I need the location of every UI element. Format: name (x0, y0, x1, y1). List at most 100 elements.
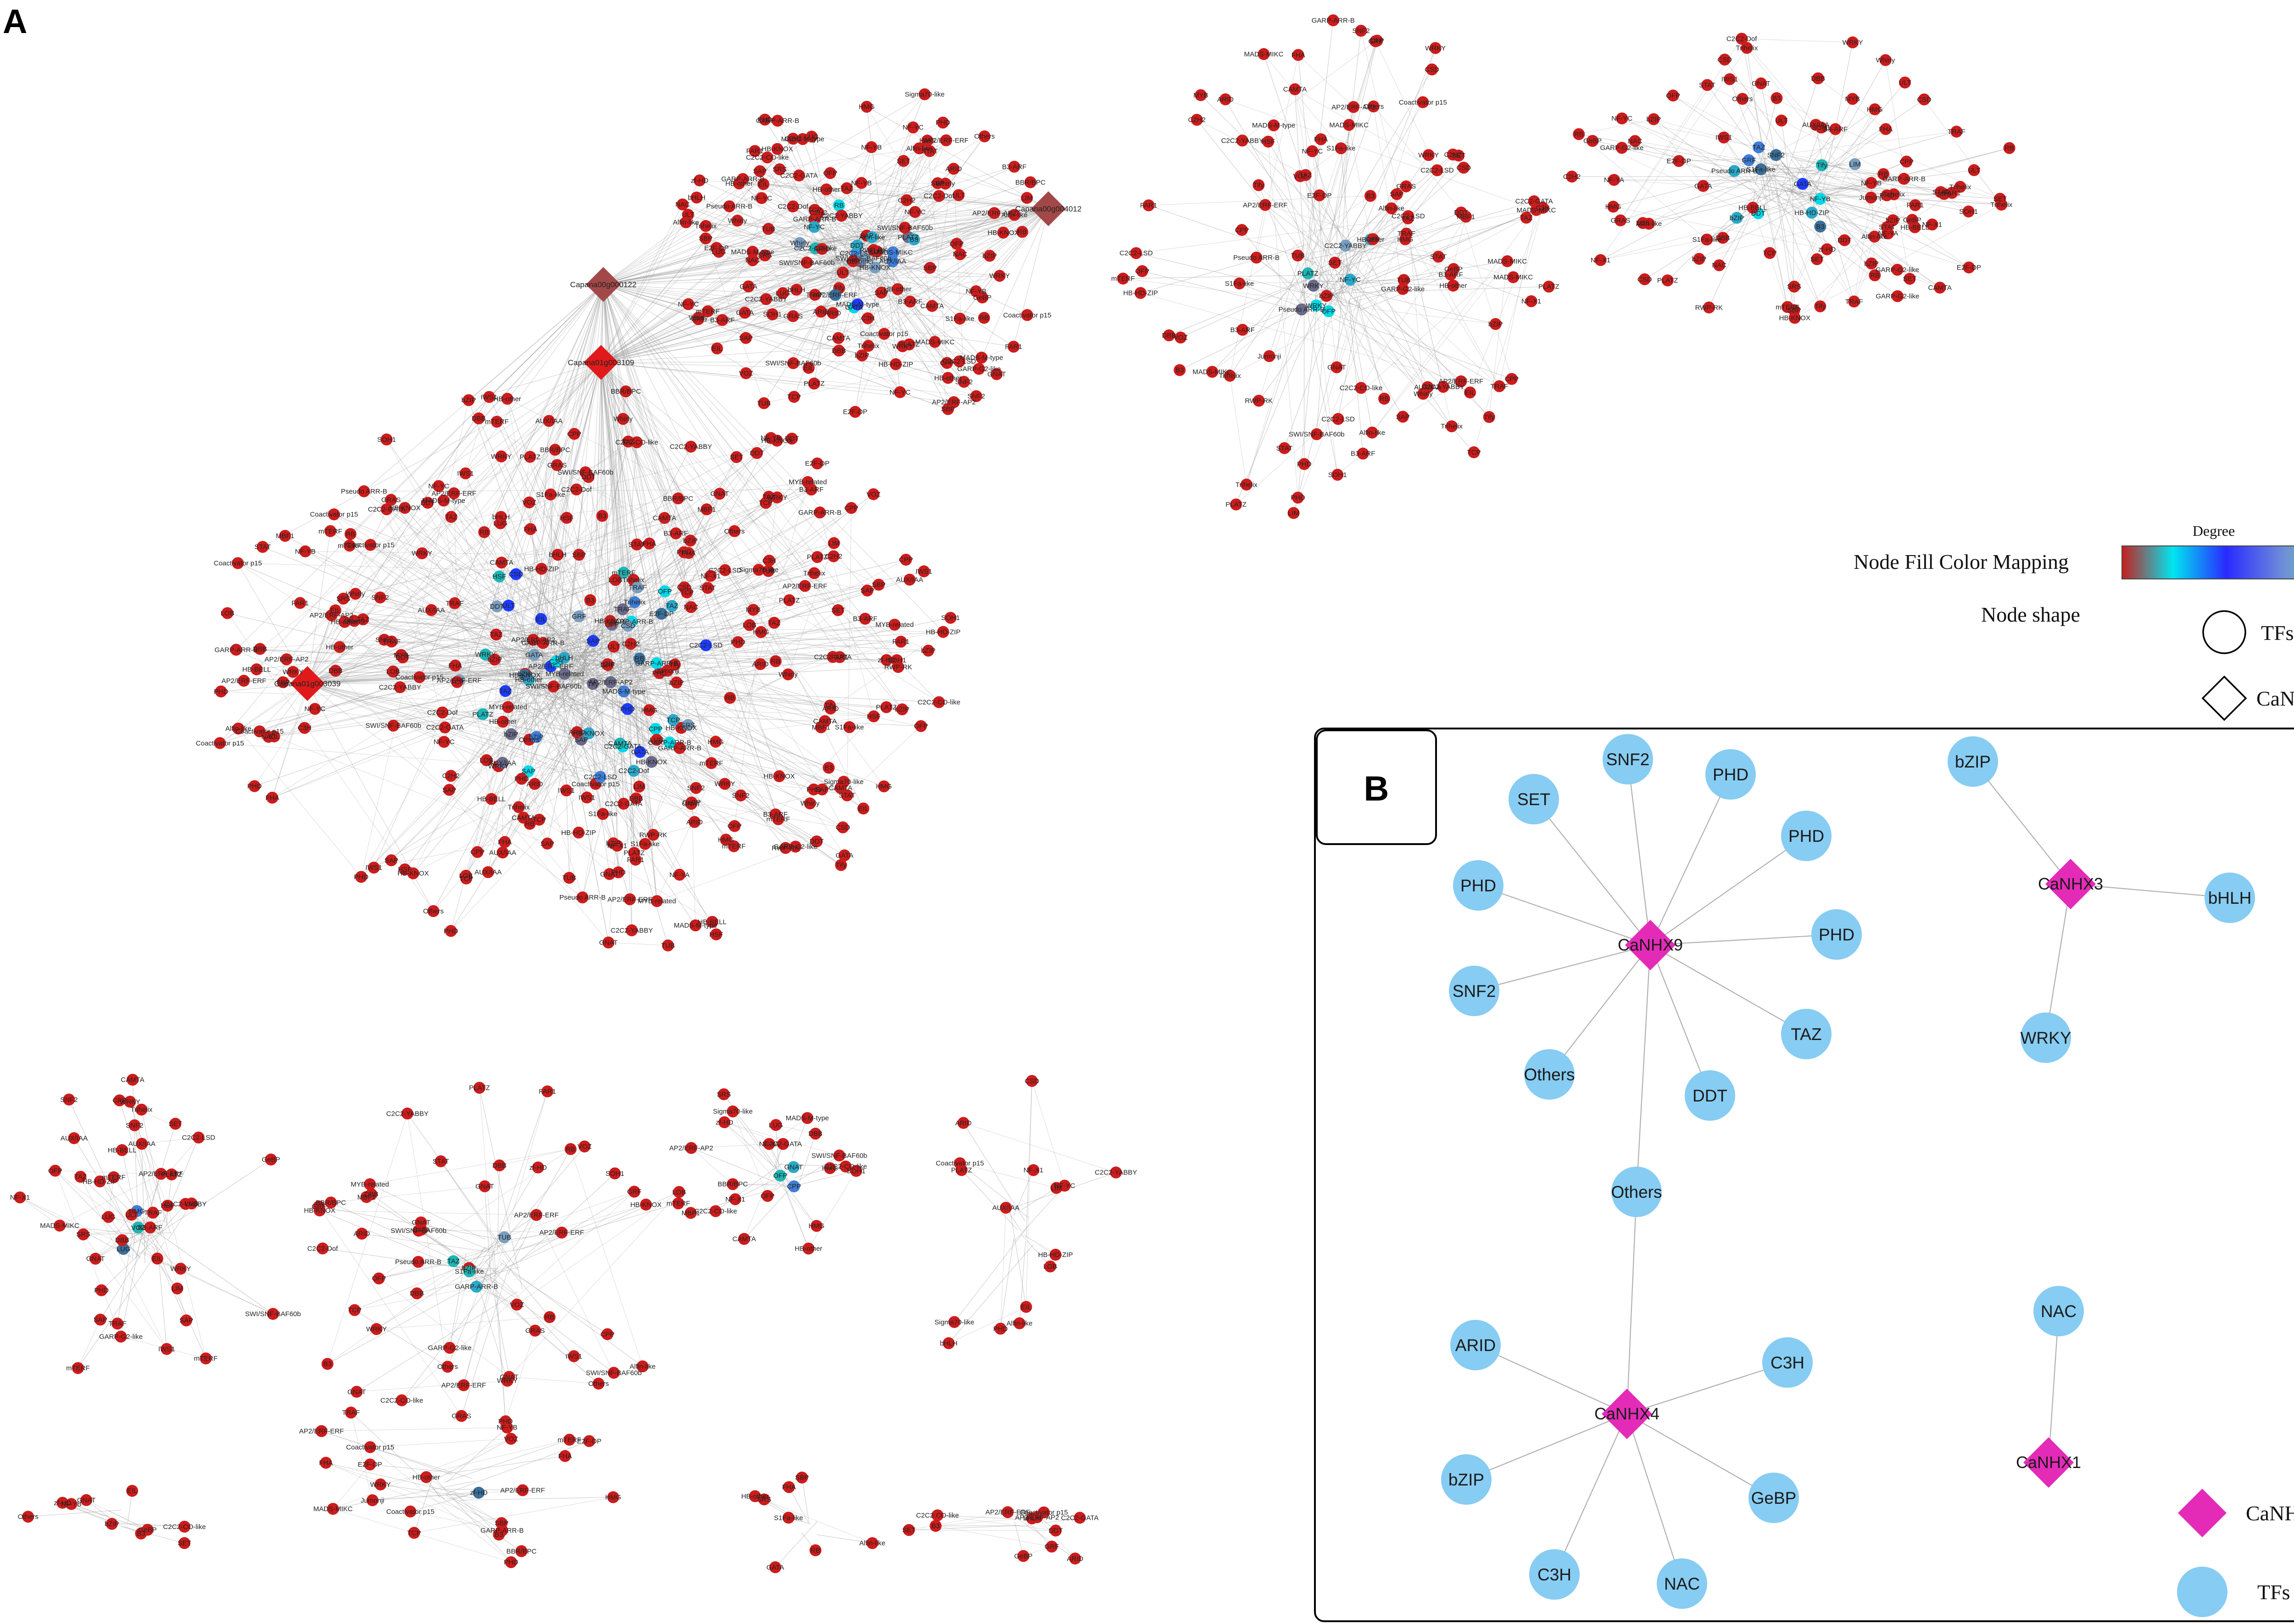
tf-node-label: MADS-MIKC (40, 1222, 79, 1230)
network-edge (370, 284, 604, 545)
network-edge (1326, 239, 1371, 296)
network-edge (227, 613, 434, 912)
network-edge (862, 252, 893, 356)
network-edge (706, 645, 833, 657)
tf-node-label: AUX/IAA (474, 868, 501, 876)
tf-node (771, 143, 784, 155)
tf-node-label: STAT (629, 541, 645, 549)
network-edge (739, 183, 1049, 209)
network-edge (629, 587, 685, 653)
tf-node-label: NF-YC (890, 389, 911, 396)
network-edge (768, 571, 868, 591)
tf-node-label: bHLH (688, 194, 705, 202)
network-edge (859, 183, 938, 237)
network-edge (1724, 59, 1818, 190)
tf-node-label: bHLH (940, 1340, 958, 1347)
tf-node-label: FAR1 (539, 1088, 556, 1096)
panel-b-edges (1466, 759, 2230, 1584)
panel-b-edge (1626, 1191, 1637, 1414)
network-edge (520, 1173, 615, 1261)
network-edge (95, 1214, 132, 1259)
legend-tfs-label: TFs (2261, 621, 2294, 645)
network-edge (1653, 119, 1704, 186)
network-edge (100, 1248, 145, 1320)
network-edge (533, 640, 646, 844)
network-edge (95, 1232, 141, 1259)
tf-node (909, 206, 921, 218)
tf-node-label: HB-HD-ZIP (524, 565, 559, 573)
network-edge (601, 318, 868, 363)
network-edge (1306, 303, 1470, 393)
tf-node-label: C3H (298, 724, 312, 732)
tf-node-label: SNF2 (1352, 27, 1370, 35)
network-edge (610, 630, 786, 848)
network-edge (1230, 240, 1320, 376)
tf-node-label: MYB (1845, 95, 1860, 103)
tf-node-label: PHD (611, 869, 626, 877)
tf-node-label: FHA (782, 1484, 796, 1491)
network-edge (260, 500, 444, 649)
tf-node-label: MADS-M-type (960, 354, 1003, 362)
tf-node-label: NF-YC (1340, 276, 1361, 284)
tf-node-label: GNAT (987, 371, 1006, 378)
network-edge (1703, 169, 1817, 186)
tf-node-label: STAT (433, 1157, 449, 1165)
network-edge (108, 1510, 148, 1530)
tf-node-label: Coactivator p15 (214, 560, 262, 567)
tf-node-label: TRAF (629, 584, 646, 592)
tf-node (787, 200, 799, 212)
tf-node-label: RB (479, 528, 489, 536)
tf-node-label: HSF (1261, 138, 1275, 146)
tf-node-label: TAZ (490, 631, 502, 639)
network-edge (601, 286, 749, 363)
network-edge (1315, 261, 1508, 292)
panel-a-nodes (14, 14, 2016, 1574)
network-edge (529, 683, 615, 824)
tf-node-label: HB-other (494, 395, 521, 403)
network-edge (599, 688, 902, 710)
tf-node-label: TCP (1467, 449, 1481, 456)
legend-tf-circle-icon (2202, 610, 2246, 654)
network-edge (783, 208, 1049, 294)
panel-b-edge (1626, 1413, 1774, 1498)
network-edge (272, 683, 308, 798)
tf-node-label: HB-other (795, 1245, 822, 1253)
tf-node-label: RB (1879, 171, 1888, 178)
network-edge (414, 1497, 613, 1533)
tf-node-label: CPP (1235, 226, 1249, 234)
network-edge (629, 438, 771, 694)
tf-node-label: Others (18, 1513, 39, 1521)
tf-node-label: GARP-ARR-B (455, 1283, 498, 1291)
network-edge (500, 523, 613, 708)
tf-node (793, 169, 805, 182)
network-edge (1140, 293, 1461, 382)
tf-node-label: CSD (1637, 276, 1652, 284)
tf-node-label: SWI/SNF-BAF60b (779, 259, 835, 267)
network-edge (603, 206, 793, 285)
network-edge (613, 646, 674, 720)
network-edge (837, 254, 960, 273)
tf-node-label: B3 (1366, 192, 1375, 200)
network-edge (495, 640, 534, 660)
network-edge (1600, 169, 1770, 261)
network-edge (601, 362, 712, 763)
tf-node (740, 332, 752, 344)
tf-node-label: SNF2 (60, 1096, 78, 1104)
panel-b-canhx-label: CaNHX4 (1594, 1404, 1659, 1423)
tf-node-label: TUB (562, 874, 576, 882)
network-edge (307, 664, 608, 684)
tf-node-label: C2C2-Dof (924, 192, 955, 200)
tf-node-label: B3 (137, 1530, 145, 1538)
network-edge (326, 1463, 464, 1495)
network-edge (603, 284, 879, 585)
network-edge (1742, 38, 1853, 43)
network-edge (752, 175, 800, 261)
network-edge (516, 574, 590, 601)
tf-node-label: AP2/ERF-ERF (222, 677, 267, 685)
network-edge (948, 1244, 1034, 1344)
tf-node-label: C2C2-CO-like (1340, 384, 1382, 392)
tf-node-label: bHLH (788, 286, 805, 294)
network-edge (331, 615, 921, 727)
tf-node-label: DBB (492, 1162, 507, 1169)
network-edge (461, 1270, 508, 1416)
